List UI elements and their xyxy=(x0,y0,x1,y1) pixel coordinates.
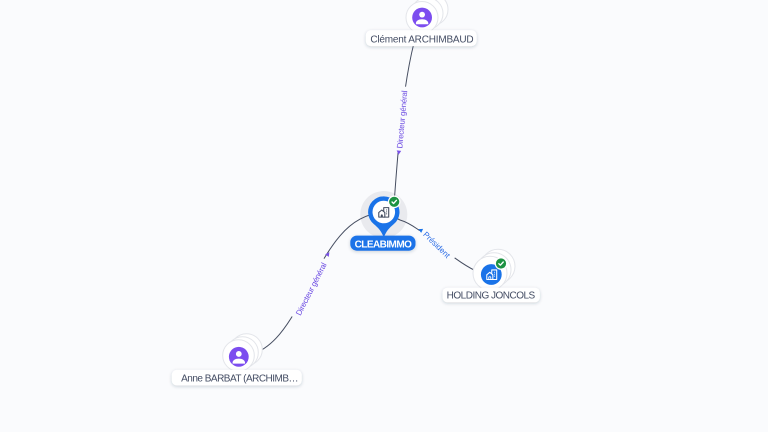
svg-text:HOLDING JONCOLS: HOLDING JONCOLS xyxy=(447,291,536,302)
svg-text:CLEABIMMO: CLEABIMMO xyxy=(355,240,412,251)
svg-text:Anne BARBAT (ARCHIMB…: Anne BARBAT (ARCHIMB… xyxy=(181,374,298,385)
svg-text:Clément ARCHIMBAUD: Clément ARCHIMBAUD xyxy=(370,34,473,45)
